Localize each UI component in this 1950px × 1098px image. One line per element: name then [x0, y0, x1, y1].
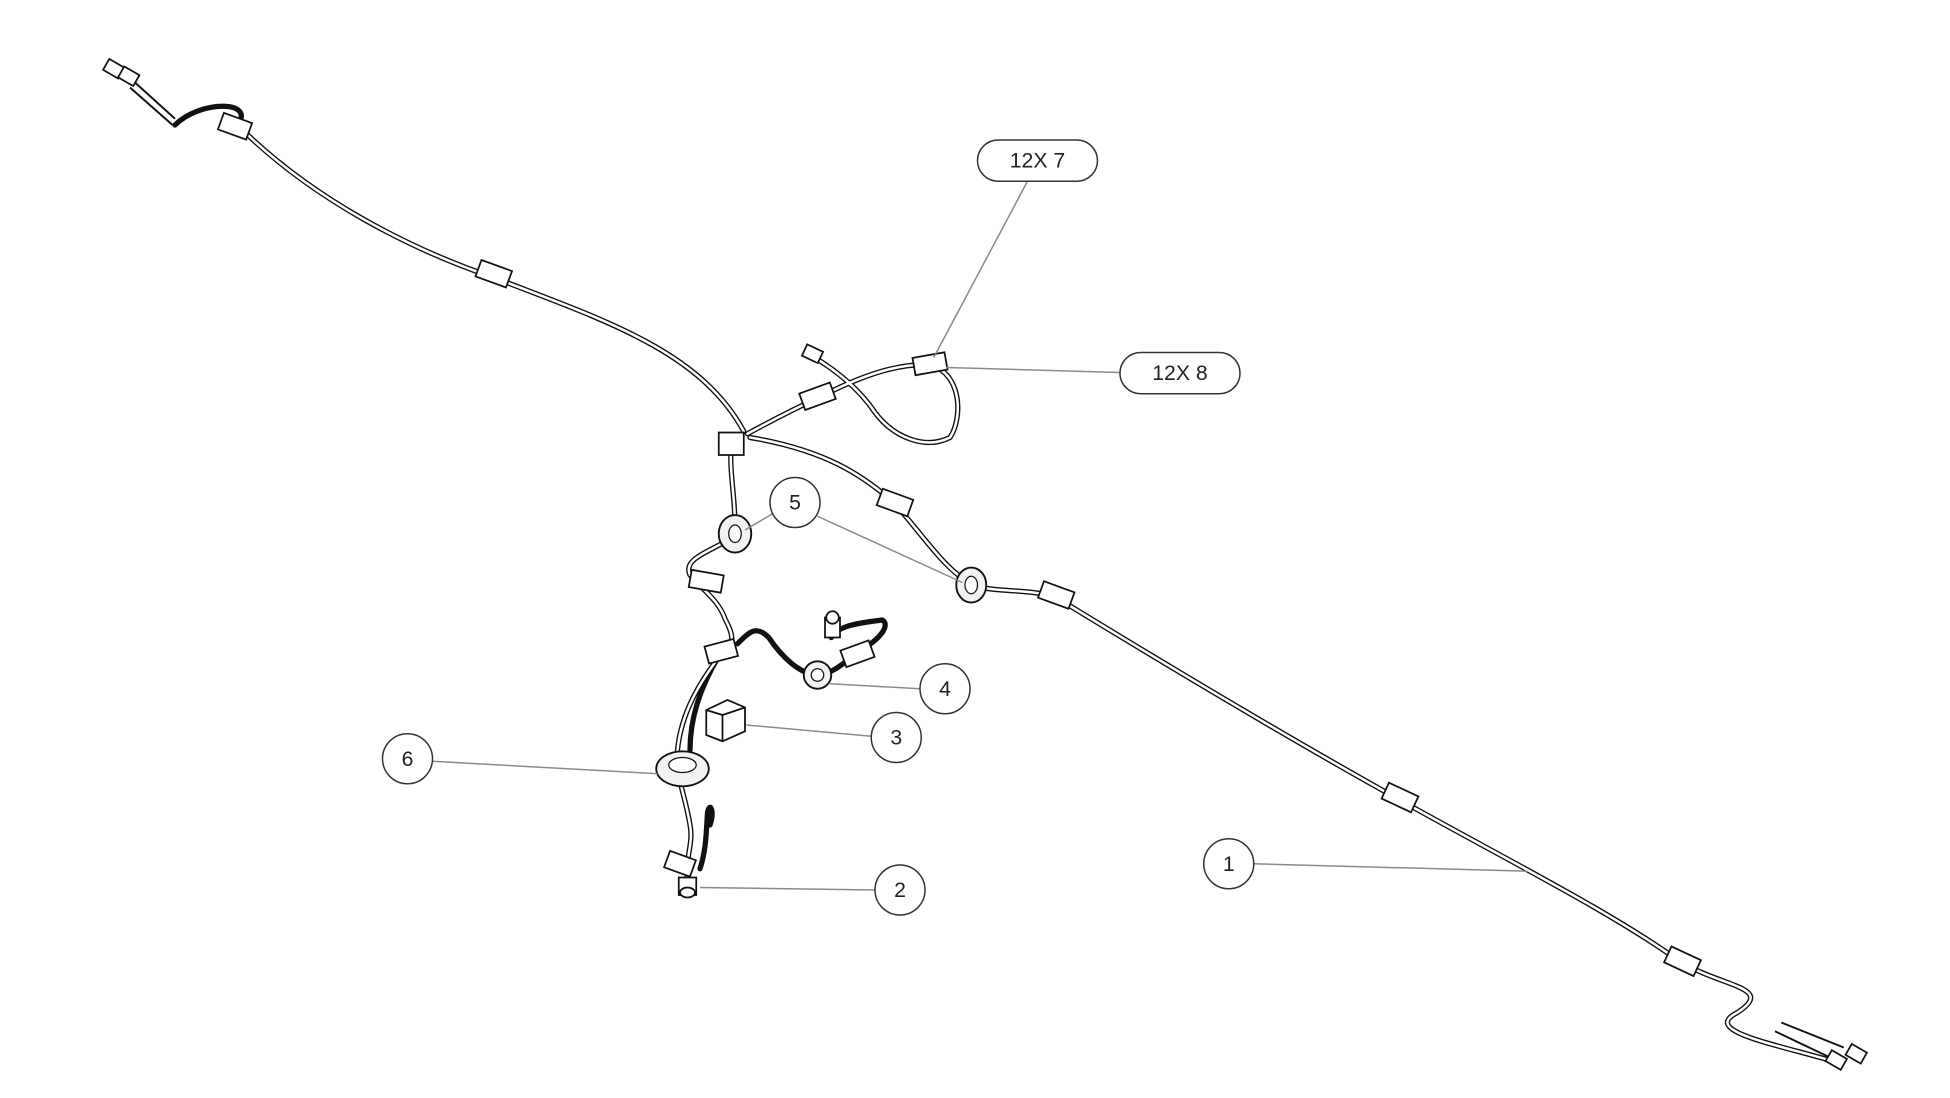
callout-6[interactable]: 6	[381, 732, 434, 785]
cable-clip	[875, 487, 915, 518]
lower-branch-cable-2	[697, 804, 715, 872]
cable-highlights	[236, 123, 1839, 1064]
callout-2-label: 2	[894, 878, 906, 902]
callout-12x8[interactable]: 12X 8	[1119, 351, 1241, 395]
cable-clip	[687, 568, 725, 594]
cable-clip	[1380, 781, 1420, 814]
cable-clip	[798, 381, 837, 412]
callout-2[interactable]: 2	[874, 864, 926, 916]
grommets	[655, 514, 988, 788]
bracket-item-3	[705, 699, 746, 743]
cable-clip	[474, 258, 514, 289]
callout-6-label: 6	[402, 747, 414, 771]
callout-5[interactable]: 5	[769, 476, 821, 529]
connector-item-2	[662, 849, 698, 899]
cable-clip	[1662, 945, 1703, 978]
cable-clip	[216, 111, 254, 141]
main-cable-left	[172, 103, 747, 434]
cable-clip	[839, 639, 876, 669]
cable-clip	[717, 431, 745, 456]
callout-4[interactable]: 4	[919, 662, 971, 715]
connector-upper-branch	[800, 343, 825, 365]
callout-12x7-label: 12X 7	[1010, 149, 1066, 173]
cable-clip	[1036, 580, 1076, 610]
leader-lines	[432, 180, 1528, 891]
sensor-item-4	[824, 610, 841, 639]
callout-12x8-label: 12X 8	[1152, 361, 1208, 385]
cable-clip	[703, 637, 740, 665]
cable-clips	[216, 111, 1703, 978]
callout-12x7[interactable]: 12X 7	[976, 139, 1099, 182]
callout-4-label: 4	[939, 677, 951, 701]
callout-5-label: 5	[789, 490, 801, 514]
connector-top-left	[101, 57, 176, 126]
connector-bottom-right	[1774, 1021, 1869, 1071]
callout-3[interactable]: 3	[870, 711, 923, 764]
callout-3-label: 3	[890, 726, 902, 750]
callout-1-label: 1	[1223, 852, 1235, 876]
callout-1[interactable]: 1	[1202, 837, 1255, 890]
cable-clip	[911, 351, 949, 377]
sensor-branch-cable	[734, 617, 888, 678]
